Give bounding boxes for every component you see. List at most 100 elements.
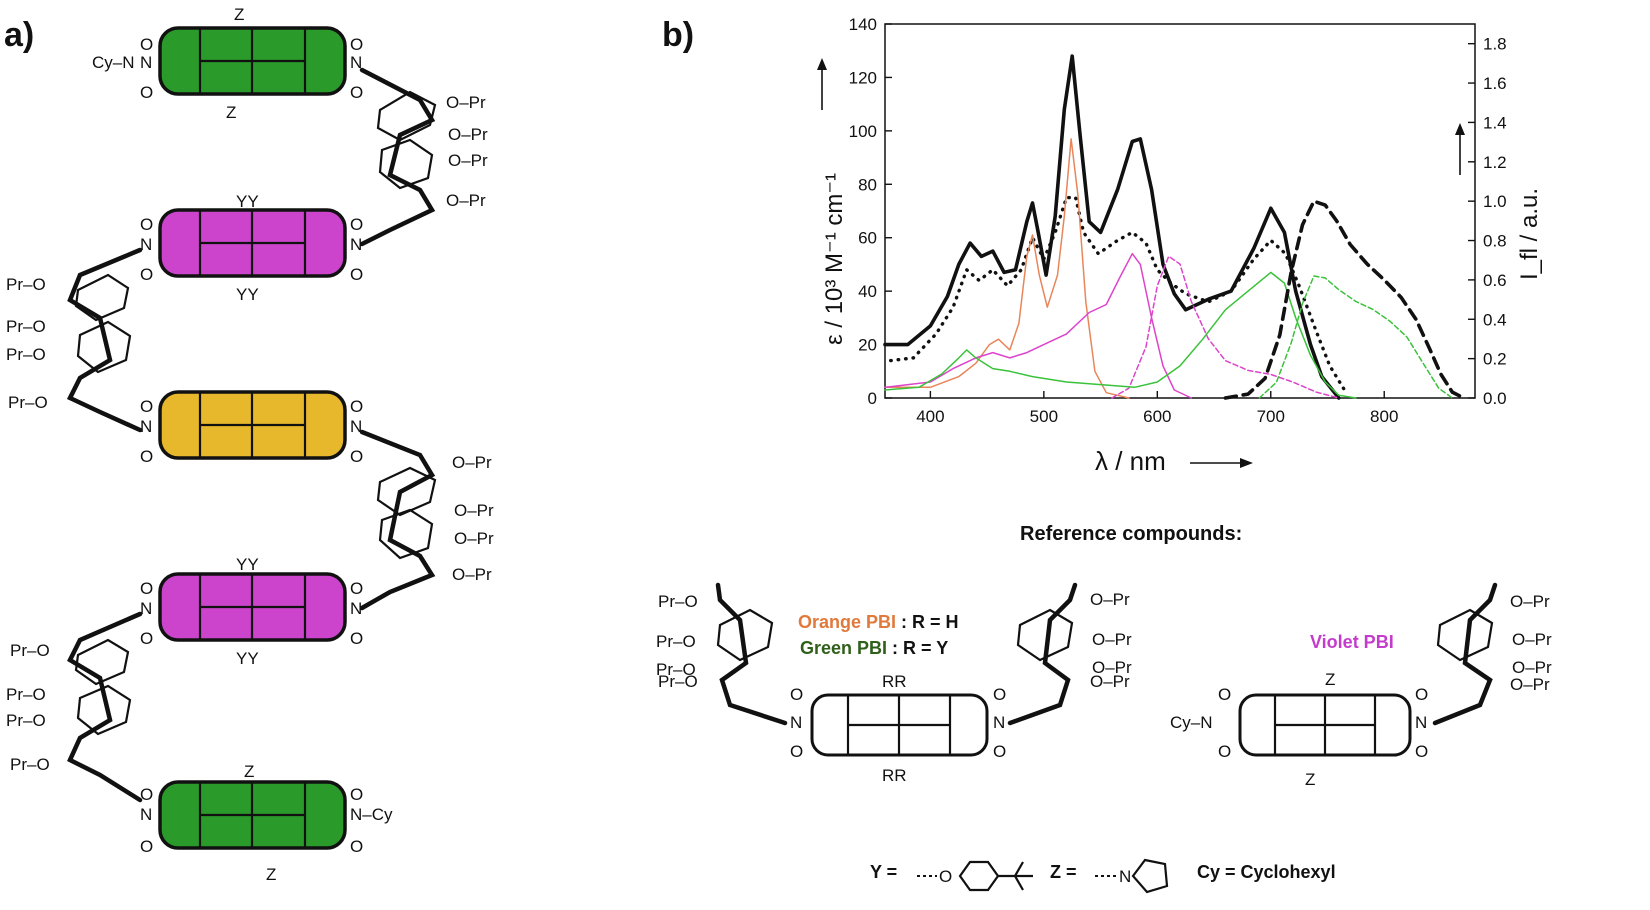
atom-Pr-O: Pr–O (6, 317, 46, 336)
spectrum-line-0 (883, 54, 1341, 400)
atom-O: O (350, 35, 363, 54)
atom-O: O (350, 215, 363, 234)
pbi-core-green-top (158, 26, 347, 96)
atom-N: N (140, 805, 152, 824)
calixarene-linker-right-1-ring-1 (376, 90, 437, 142)
spectrum-line-6 (1258, 275, 1454, 399)
atom-O-Pr: O–Pr (446, 93, 486, 112)
imide-groups: O N O O N O Cy–N Z Z O N O O N O YY YY O… (92, 5, 393, 884)
spectrum-line-4 (1111, 255, 1340, 399)
atom-Pr-O: Pr–O (656, 632, 696, 651)
y-axis-right-label: I_fl / a.u. (1516, 188, 1543, 280)
y-right-tick-label: 1.8 (1483, 35, 1507, 54)
series-layer (883, 54, 1466, 400)
orange-pbi-suffix: : R = H (896, 612, 959, 632)
y-right-tick-label: 0.6 (1483, 271, 1507, 290)
atom-O-Pr: O–Pr (452, 453, 492, 472)
y-left-tick-label: 120 (849, 68, 877, 87)
atom-N-Cy: N–Cy (350, 805, 393, 824)
atom-N: N (790, 713, 802, 732)
atom-O-Pr: O–Pr (446, 191, 486, 210)
atom-YY: YY (236, 555, 259, 574)
z-definition: Z = (1050, 862, 1077, 883)
y-substituent-structure: O (917, 860, 1033, 892)
atom-Pr-O: Pr–O (658, 592, 698, 611)
calixarene-linker-left-1: Pr–O Pr–O Pr–O Pr–O (6, 247, 143, 433)
y-right-tick-label: 1.2 (1483, 153, 1507, 172)
calixarene-linker-right-2-ring-1 (376, 466, 437, 517)
atom-O: O (140, 837, 153, 856)
y-definition: Y = (870, 862, 897, 883)
atom-O: O (350, 83, 363, 102)
atom-O: O (140, 629, 153, 648)
atom-O-Pr: O–Pr (1512, 630, 1552, 649)
atom-O: O (1415, 742, 1428, 761)
atom-O: O (140, 35, 153, 54)
atom-RR: RR (882, 766, 907, 785)
atom-Z: Z (1305, 770, 1315, 789)
spectrum-line-1 (888, 195, 1347, 392)
atom-N: N (1415, 713, 1427, 732)
atom-Pr-O: Pr–O (10, 641, 50, 660)
reference-title: Reference compounds: (1020, 523, 1243, 545)
x-tick-label: 400 (916, 407, 944, 426)
y-right-tick-label: 1.0 (1483, 192, 1507, 211)
reference-left-calix-left-bonds (715, 582, 788, 726)
y-axis-right-arrowhead (1455, 123, 1465, 135)
y-definition-label: Y = (870, 862, 898, 882)
atom-O-Pr: O–Pr (1510, 675, 1550, 694)
x-tick-label: 800 (1370, 407, 1398, 426)
atom-YY: YY (236, 285, 259, 304)
atom-Pr-O: Pr–O (10, 755, 50, 774)
atom-Pr-O: Pr–O (6, 685, 46, 704)
atom-O: O (350, 397, 363, 416)
panel-a-structure: O N O O N O Cy–N Z Z O N O O N O YY YY O… (6, 5, 494, 884)
y-substituent-benzene-ring (958, 860, 1000, 892)
y-right-tick-label: 0.2 (1483, 350, 1507, 369)
atom-Pr-O: Pr–O (8, 393, 48, 412)
y-right-tick-label: 0.4 (1483, 310, 1507, 329)
calixarene-linker-right-2-ring-2 (378, 508, 434, 560)
spectrum-line-2 (884, 138, 1130, 399)
atom-N: N (140, 417, 152, 436)
calixarene-linker-right-1: O–Pr O–Pr O–Pr O–Pr (359, 67, 488, 247)
x-axis-arrowhead (1240, 458, 1253, 468)
panel-label-a: a) (4, 16, 35, 54)
calixarene-linker-left-1-ring-2 (76, 320, 132, 374)
atom-O: O (350, 447, 363, 466)
atom-O: O (1218, 742, 1231, 761)
y-left-tick-label: 40 (858, 282, 877, 301)
atom-O-Pr: O–Pr (448, 125, 488, 144)
orange-pbi-label: Orange PBI : R = H (798, 612, 959, 633)
atom-O: O (790, 742, 803, 761)
calixarene-linker-left-2-bonds (67, 611, 143, 803)
reference-left-calix-right-ring (1016, 608, 1074, 662)
atom-Z: Z (244, 762, 254, 781)
atom-Z: Z (1325, 670, 1335, 689)
calixarene-linker-right-1-bonds (359, 67, 436, 247)
atom-O: O (939, 867, 952, 886)
atom-O-Pr: O–Pr (1090, 672, 1130, 691)
atom-RR: RR (882, 672, 907, 691)
atom-O: O (350, 837, 363, 856)
atom-O-Pr: O–Pr (454, 501, 494, 520)
atom-Cy-N: Cy–N (92, 53, 135, 72)
calixarene-linker-left-1-ring-1 (74, 273, 130, 322)
atom-N: N (140, 53, 152, 72)
atom-O: O (1218, 685, 1231, 704)
atom-O: O (350, 785, 363, 804)
calixarene-linker-right-2-bonds (359, 429, 436, 611)
y-axis-left-arrowhead (817, 58, 827, 70)
atom-O-Pr: O–Pr (448, 151, 488, 170)
y-substituent-tbutyl-down (1014, 875, 1024, 891)
atom-Z: Z (266, 865, 276, 884)
atom-O: O (993, 685, 1006, 704)
green-pbi-label: Green PBI : R = Y (800, 638, 948, 659)
y-left-tick-label: 100 (849, 122, 877, 141)
spectrum-line-5 (884, 271, 1357, 399)
y-left-tick-label: 80 (858, 175, 877, 194)
atom-Pr-O: Pr–O (6, 345, 46, 364)
pbi-core-violet-1 (158, 208, 347, 278)
reference-left-calix-left-ring (716, 608, 774, 662)
